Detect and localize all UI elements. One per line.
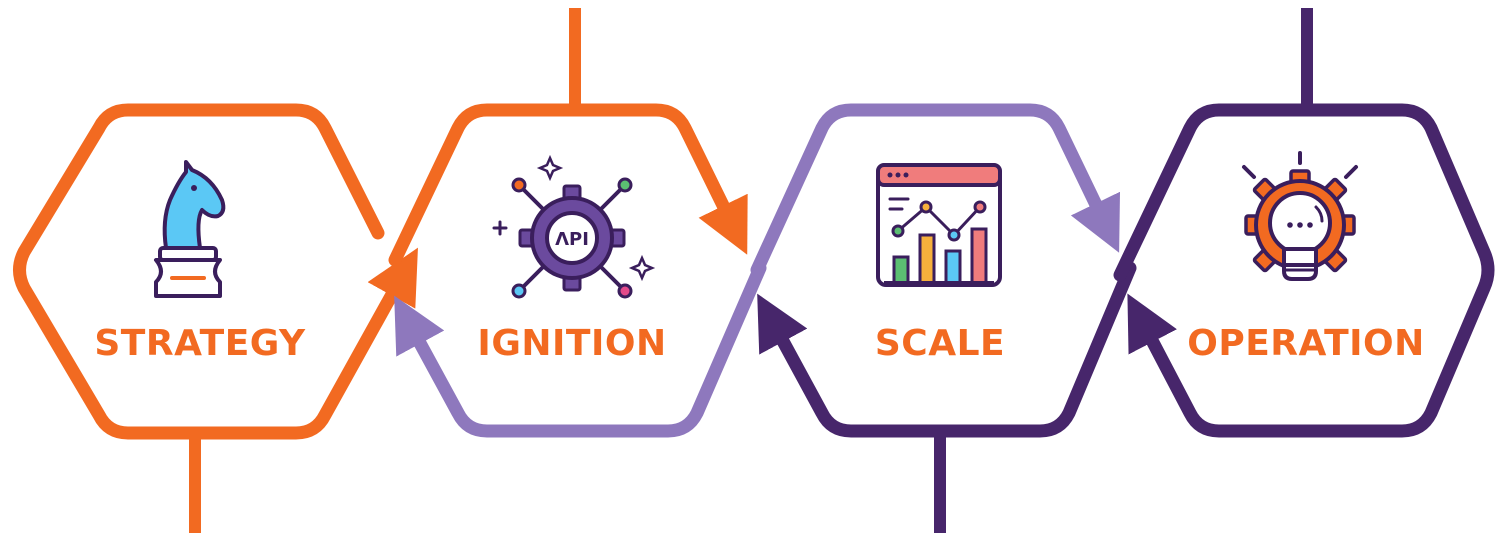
hexagon-ignition-top [388,103,748,267]
svg-text:ΛPI: ΛPI [555,229,589,250]
api-gear-icon: ΛPI [492,154,656,299]
hexagon-scale-top [750,103,1121,277]
analytics-dashboard-icon [876,163,1002,287]
lightbulb-gear-icon [1242,151,1358,281]
hexagon-scale-bottom [757,261,1137,438]
hexagon-operation [1113,103,1495,438]
stage-label-scale: SCALE [875,323,1005,364]
stage-label-ignition: IGNITION [477,323,666,364]
hexagon-ignition-bottom [394,261,767,438]
chess-knight-icon [154,160,226,298]
stage-label-operation: OPERATION [1187,323,1425,364]
stage-label-strategy: STRATEGY [94,323,306,364]
hexagon-strategy [13,103,418,440]
